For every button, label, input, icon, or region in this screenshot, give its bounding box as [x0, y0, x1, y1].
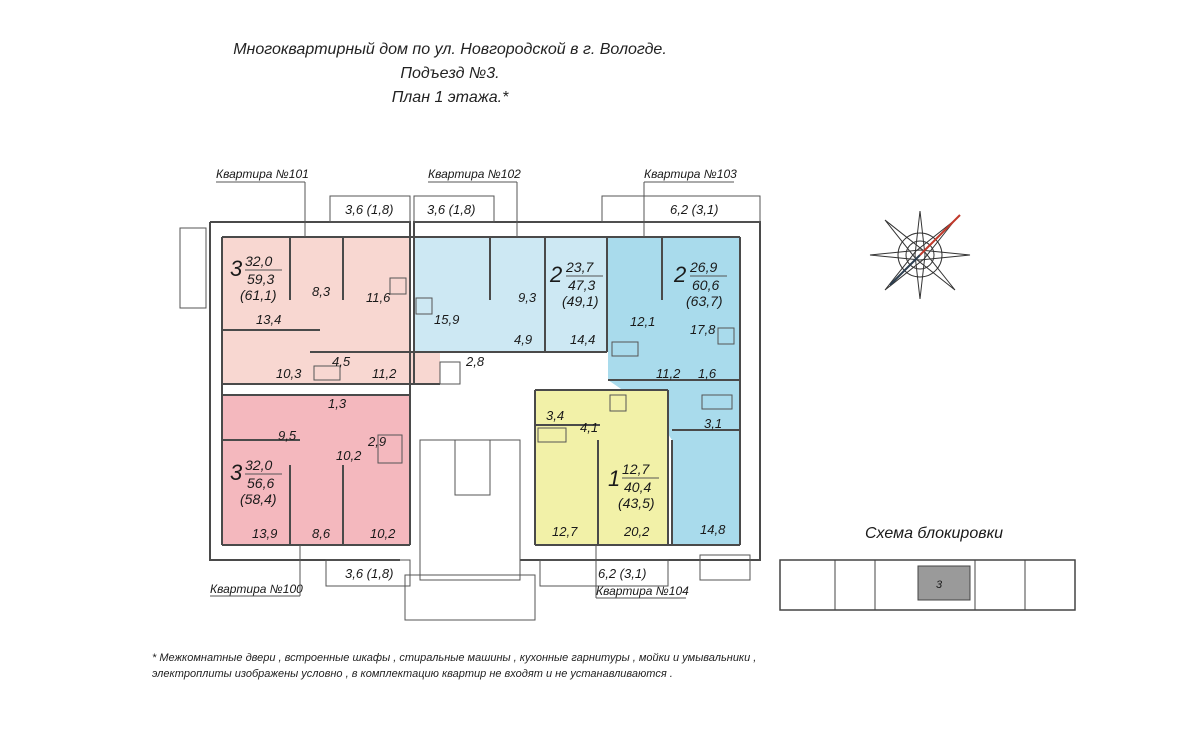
apt-100-label: Квартира №100	[210, 582, 303, 596]
apt-100-rooms: 3	[230, 460, 243, 485]
room-area: 13,9	[252, 526, 277, 541]
room-area: 3,1	[704, 416, 722, 431]
title-line-2: Подъезд №3.	[400, 65, 500, 82]
footnote: * Межкомнатные двери , встроенные шкафы …	[152, 650, 792, 682]
apt-103-summary: 2 26,9 60,6 (63,7)	[673, 259, 727, 309]
shaft-icon	[611, 341, 639, 357]
blocking-title: Схема блокировки	[865, 525, 1003, 542]
balconies	[325, 195, 761, 587]
apt-103-living: 26,9	[689, 259, 717, 275]
apt-102-rooms: 2	[549, 262, 562, 287]
bathtub-icon	[537, 427, 567, 443]
apt-101-fill[interactable]	[222, 237, 440, 384]
apt-102-total: 47,3	[568, 277, 595, 293]
apt-103-total-bal: (63,7)	[686, 293, 723, 309]
bathtub-icon	[439, 361, 461, 385]
title-line-3: План 1 этажа.*	[391, 89, 509, 106]
apt-104-total: 40,4	[624, 479, 651, 495]
apt-104-living: 12,7	[622, 461, 650, 477]
room-area: 3,4	[546, 408, 564, 423]
apt-100-total-bal: (58,4)	[240, 491, 277, 507]
apt-102-label: Квартира №102	[428, 167, 521, 181]
room-area: 4,1	[580, 420, 598, 435]
footnote-line-1: * Межкомнатные двери , встроенные шкафы …	[152, 652, 757, 664]
apt-103-balcony: 6,2 (3,1)	[670, 202, 718, 217]
room-area: 12,1	[630, 314, 655, 329]
interior-walls	[221, 236, 741, 546]
blocking-scheme: 3	[779, 559, 1076, 611]
room-area: 13,4	[256, 312, 281, 327]
apt-103-fill[interactable]	[608, 237, 740, 545]
apt-103-label: Квартира №103	[644, 167, 737, 181]
stove-icon	[389, 277, 407, 295]
apt-101-balcony: 3,6 (1,8)	[345, 202, 393, 217]
room-area: 1,3	[328, 396, 347, 411]
apt-100-summary: 3 32,0 56,6 (58,4)	[230, 457, 282, 507]
room-area: 2,9	[367, 434, 386, 449]
stove-icon	[609, 394, 627, 412]
apt-101-total-bal: (61,1)	[240, 287, 277, 303]
room-area: 9,3	[518, 290, 537, 305]
apt-100-total: 56,6	[247, 475, 274, 491]
room-area: 14,4	[570, 332, 595, 347]
room-area: 10,3	[276, 366, 302, 381]
room-area: 10,2	[336, 448, 362, 463]
room-area: 12,7	[552, 524, 578, 539]
footnote-line-2: электроплиты изображены условно , в комп…	[152, 668, 673, 680]
room-area: 1,6	[698, 366, 717, 381]
title-line-1: Многоквартирный дом по ул. Новгородской …	[233, 41, 667, 58]
apt-104-fill[interactable]	[535, 390, 668, 545]
room-area: 14,8	[700, 522, 726, 537]
apt-101-living: 32,0	[245, 253, 272, 269]
bathtub-icon	[377, 434, 403, 464]
room-area: 2,8	[465, 354, 485, 369]
room-area: 15,9	[434, 312, 459, 327]
apt-100-fill[interactable]	[222, 395, 410, 545]
room-area: 8,3	[312, 284, 331, 299]
room-area: 11,2	[372, 366, 397, 381]
apt-102-summary: 2 23,7 47,3 (49,1)	[549, 259, 603, 309]
apt-101-total: 59,3	[247, 271, 274, 287]
stove-icon	[415, 297, 433, 315]
fixtures	[313, 277, 735, 464]
room-area: 10,2	[370, 526, 396, 541]
room-area: 9,5	[278, 428, 297, 443]
room-area: 11,6	[366, 290, 391, 305]
bathtub-icon	[313, 365, 341, 381]
room-area: 4,5	[332, 354, 351, 369]
room-area: 8,6	[312, 526, 331, 541]
apt-103-total: 60,6	[692, 277, 719, 293]
apt-104-balcony: 6,2 (3,1)	[598, 566, 646, 581]
apt-102-living: 23,7	[565, 259, 594, 275]
apt-100-balcony: 3,6 (1,8)	[345, 566, 393, 581]
apt-104-summary: 1 12,7 40,4 (43,5)	[608, 461, 659, 511]
stove-icon	[717, 327, 735, 345]
room-area: 17,8	[690, 322, 716, 337]
apt-103-rooms: 2	[673, 262, 686, 287]
apt-101-rooms: 3	[230, 256, 243, 281]
apt-102-balcony: 3,6 (1,8)	[427, 202, 475, 217]
blocking-current-section[interactable]	[917, 565, 971, 601]
room-area: 11,2	[656, 366, 681, 381]
apt-104-rooms: 1	[608, 466, 620, 491]
plan-title: Многоквартирный дом по ул. Новгородской …	[200, 38, 700, 110]
apt-104-label: Квартира №104	[596, 584, 689, 598]
apt-102-total-bal: (49,1)	[562, 293, 599, 309]
room-area: 4,9	[514, 332, 532, 347]
apt-101-label: Квартира №101	[216, 167, 309, 181]
apt-104-total-bal: (43,5)	[618, 495, 655, 511]
room-area: 20,2	[623, 524, 650, 539]
compass-rose-icon	[869, 210, 971, 300]
apt-101-summary: 3 32,0 59,3 (61,1)	[230, 253, 282, 303]
blocking-section-number: 3	[936, 579, 943, 591]
bathtub-icon	[701, 394, 733, 410]
apt-102-fill[interactable]	[414, 237, 607, 352]
apt-100-living: 32,0	[245, 457, 272, 473]
